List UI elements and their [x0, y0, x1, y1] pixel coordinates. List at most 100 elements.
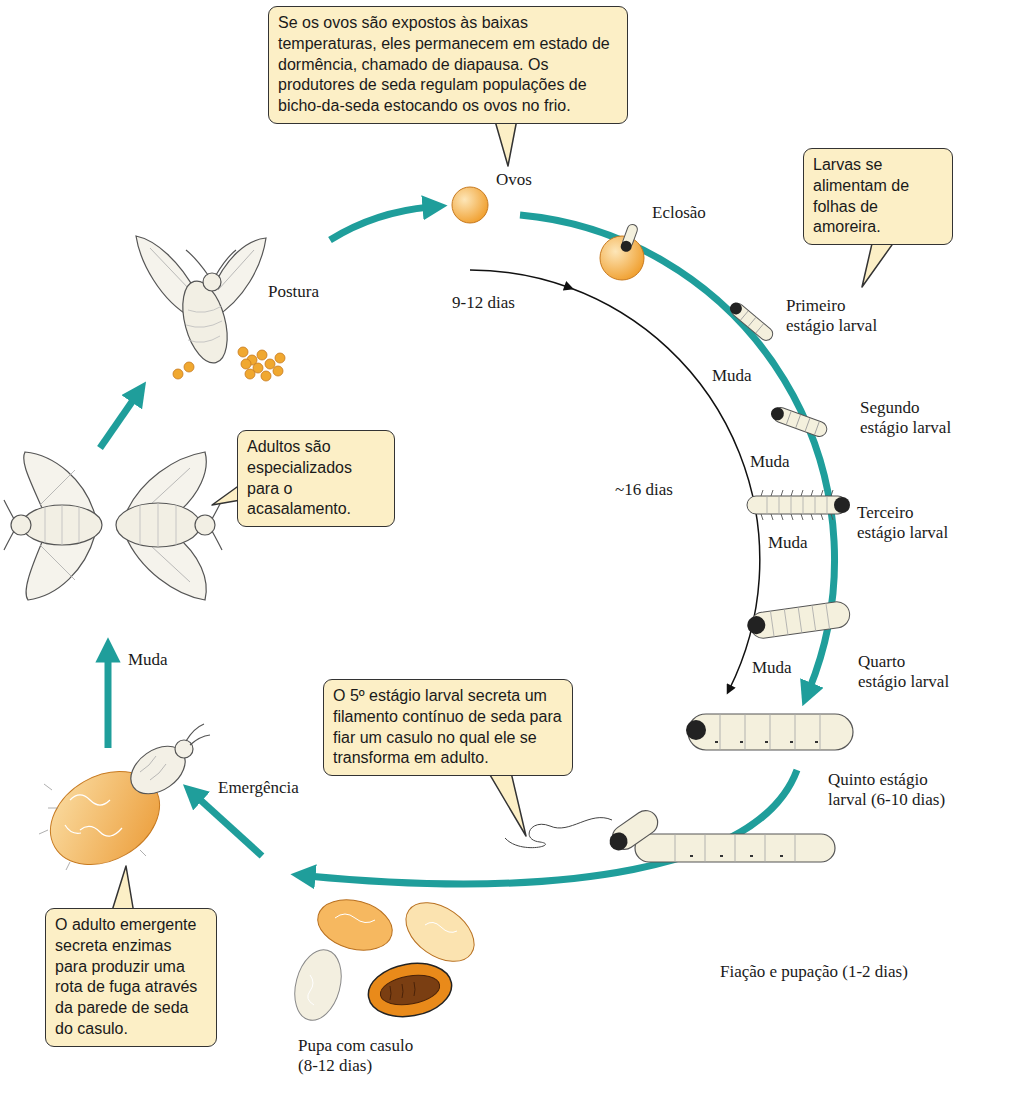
- laid-eggs: [245, 369, 255, 379]
- spinning-larva: [690, 855, 783, 857]
- stage-label: Eclosão: [652, 203, 732, 223]
- stage-label: Fiação e pupação (1-2 dias): [720, 962, 990, 982]
- emerging-moth: [186, 724, 210, 745]
- spinning-larva: [505, 806, 835, 862]
- cycle-arrow: [196, 796, 262, 856]
- callout-text: O adulto emergente secreta enzimas para …: [55, 915, 207, 1040]
- emerging-moth: [39, 784, 146, 870]
- callout-box: Se os ovos são expostos às baixas temper…: [268, 6, 628, 124]
- laid-eggs: [273, 366, 283, 376]
- larva: [749, 600, 852, 640]
- spinning-larva: [606, 829, 631, 854]
- stage-label-holder: Postura: [268, 282, 348, 302]
- larva: [747, 496, 847, 514]
- cocoon: [378, 971, 442, 1009]
- larva: [761, 490, 833, 520]
- cycle-arrow: [100, 396, 136, 448]
- emerging-moth: [65, 795, 122, 836]
- stage-label: Pupa com casulo (8-12 dias): [298, 1036, 422, 1075]
- spinning-larva: [635, 834, 835, 862]
- stage-label: 9-12 dias: [452, 293, 542, 313]
- cocoon: [312, 892, 398, 958]
- stage-label: Muda: [750, 452, 800, 472]
- cycle-arrow: [308, 770, 797, 884]
- larva: [746, 615, 766, 635]
- stage-label-holder: Pupa com casulo (8-12 dias): [298, 1036, 422, 1075]
- callout-box: Larvas se alimentam de folhas de amoreir…: [803, 148, 953, 245]
- stage-label-holder: Muda: [712, 366, 762, 386]
- stage-label: Muda: [712, 366, 762, 386]
- cocoon: [287, 891, 484, 1026]
- cycle-arrow: [105, 655, 112, 748]
- larva: [769, 405, 786, 422]
- larva: [720, 714, 820, 750]
- stage-label: Emergência: [218, 778, 318, 798]
- stage-label-holder: Primeiro estágio larval: [786, 296, 882, 335]
- callout-tail: [486, 768, 526, 836]
- stage-label: Terceiro estágio larval: [857, 503, 953, 542]
- stage-label-holder: Ovos: [496, 170, 556, 190]
- stage-label-holder: Emergência: [218, 778, 318, 798]
- spinning-larva: [604, 806, 662, 857]
- mating-moths: [4, 452, 222, 600]
- stage-label-holder: Quarto estágio larval: [858, 652, 954, 691]
- stage-label-holder: Quinto estágio larval (6-10 dias): [828, 770, 950, 809]
- cocoon: [390, 982, 415, 1000]
- stage-label-holder: Fiação e pupação (1-2 dias): [720, 962, 990, 982]
- callout-text: O 5º estágio larval secreta um filamento…: [333, 686, 563, 769]
- hatching-egg: [600, 223, 644, 280]
- spinning-larva: [675, 834, 795, 862]
- egg: [452, 187, 488, 223]
- stage-label-holder: Eclosão: [652, 203, 732, 223]
- laid-eggs: [184, 362, 194, 372]
- duration-arc: [569, 288, 760, 691]
- laying-moth: [203, 273, 221, 291]
- stage-label-holder: 9-12 dias: [452, 293, 542, 313]
- larva: [769, 405, 829, 439]
- laying-moth: [186, 250, 236, 275]
- stage-label: Quarto estágio larval: [858, 652, 954, 691]
- emerging-moth: [34, 724, 210, 883]
- laying-moth: [175, 276, 235, 367]
- larva: [688, 714, 853, 750]
- cycle-arrow: [100, 207, 835, 884]
- larva: [747, 490, 850, 520]
- emerging-moth: [140, 756, 166, 780]
- emerging-moth: [122, 736, 194, 803]
- laid-eggs: [173, 347, 285, 381]
- cocoon: [395, 891, 485, 974]
- cocoon: [287, 945, 348, 1026]
- duration-arc: [470, 270, 569, 288]
- larva: [727, 300, 775, 343]
- larva: [727, 300, 744, 317]
- callout-box: Adultos são especializados para o acasal…: [237, 430, 395, 527]
- larva: [740, 311, 763, 333]
- larva: [746, 600, 852, 640]
- laid-eggs: [241, 359, 251, 369]
- callout-box: O adulto emergente secreta enzimas para …: [45, 908, 217, 1047]
- stage-label: Muda: [768, 533, 818, 553]
- mating-moths: [4, 500, 222, 550]
- laid-eggs: [265, 359, 275, 369]
- stage-label-holder: Muda: [750, 452, 800, 472]
- larva: [715, 741, 818, 743]
- duration-arc: [470, 270, 760, 690]
- cocoon: [364, 957, 456, 1023]
- larva: [786, 411, 819, 434]
- laid-eggs: [238, 347, 248, 357]
- stage-label: Postura: [268, 282, 348, 302]
- stage-label: Muda: [752, 658, 802, 678]
- stage-label-holder: Terceiro estágio larval: [857, 503, 953, 542]
- cocoon: [308, 914, 457, 1005]
- stage-label-holder: Muda: [752, 658, 802, 678]
- stage-label: ~16 dias: [615, 480, 705, 500]
- callout-text: Se os ovos são expostos às baixas temper…: [278, 13, 618, 117]
- laying-moth: [186, 306, 222, 342]
- larva: [686, 714, 853, 750]
- larva: [686, 720, 706, 740]
- laid-eggs: [275, 353, 285, 363]
- callout-text: Larvas se alimentam de folhas de amoreir…: [813, 155, 943, 238]
- hatching-egg: [600, 236, 644, 280]
- stage-label: Segundo estágio larval: [860, 398, 956, 437]
